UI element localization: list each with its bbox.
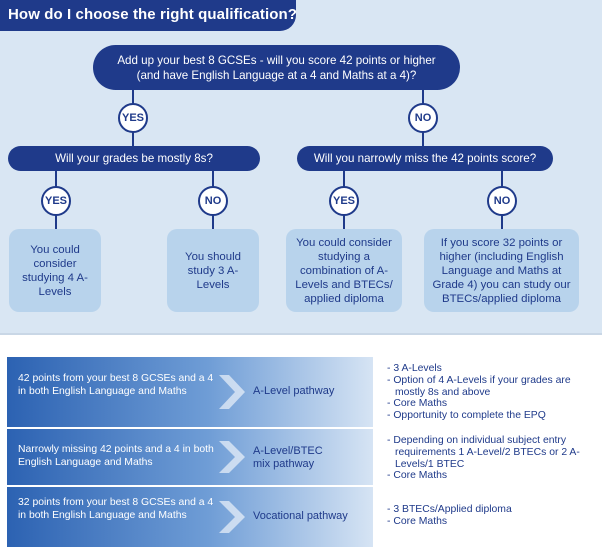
row-criteria-band [7,487,373,547]
row-criteria-text: 32 points from your best 8 GCSEs and a 4… [18,497,214,521]
detail-item: - Core Maths [387,470,448,482]
page-title: How do I choose the right qualification? [8,6,297,23]
chevron-right-icon [219,441,245,473]
outcome-a-level-btec-mix: You could consider studying a combinatio… [286,229,402,312]
chevron-right-icon [219,375,245,409]
question-gcse-points-line1: Add up your best 8 GCSEs - will you scor… [117,53,436,67]
detail-item: - Option of 4 A-Levels if your grades ar… [387,374,571,398]
section-divider [0,333,602,335]
pathway-table: 42 points from your best 8 GCSEs and a 4… [7,357,596,547]
row-details: - 3 A-Levels - Option of 4 A-Levels if y… [387,363,597,422]
table-row: Narrowly missing 42 points and a 4 in bo… [7,429,596,485]
outcome-3-a-levels: You should study 3 A-Levels [167,229,259,312]
question-gcse-points: Add up your best 8 GCSEs - will you scor… [93,45,460,90]
detail-item: - Core Maths [387,398,448,410]
yes-badge: YES [329,186,359,216]
chevron-right-icon [219,501,245,533]
outcome-4-a-levels: You could consider studying 4 A-Levels [9,229,101,312]
row-details: - 3 BTECs/Applied diploma - Core Maths [387,504,597,528]
row-criteria-text: Narrowly missing 42 points and a 4 in bo… [18,444,214,468]
detail-item: - Depending on individual subject entry … [387,435,580,470]
row-criteria-text: 42 points from your best 8 GCSEs and a 4… [18,373,214,397]
row-pathway-label: Vocational pathway [253,510,348,522]
detail-item: - 3 A-Levels [387,363,442,374]
row-criteria-band [7,429,373,485]
row-pathway-label: A-Level/BTEC mix pathway [253,445,323,470]
table-row: 32 points from your best 8 GCSEs and a 4… [7,487,596,547]
question-gcse-points-line2: (and have English Language at a 4 and Ma… [136,68,417,82]
outcome-btec-diploma: If you score 32 points or higher (includ… [424,229,579,312]
row-criteria-band [7,357,373,427]
yes-badge: YES [118,103,148,133]
no-badge: NO [487,186,517,216]
row-details: - Depending on individual subject entry … [387,435,597,482]
detail-item: - Opportunity to complete the EPQ [387,410,546,422]
question-mostly-8s: Will your grades be mostly 8s? [8,146,260,171]
detail-item: - Core Maths [387,515,448,527]
detail-item: - 3 BTECs/Applied diploma [387,504,512,515]
yes-badge: YES [41,186,71,216]
question-narrowly-miss: Will you narrowly miss the 42 points sco… [297,146,553,171]
title-tab: How do I choose the right qualification? [0,0,297,31]
no-badge: NO [198,186,228,216]
table-row: 42 points from your best 8 GCSEs and a 4… [7,357,596,427]
no-badge: NO [408,103,438,133]
row-pathway-label: A-Level pathway [253,385,335,397]
